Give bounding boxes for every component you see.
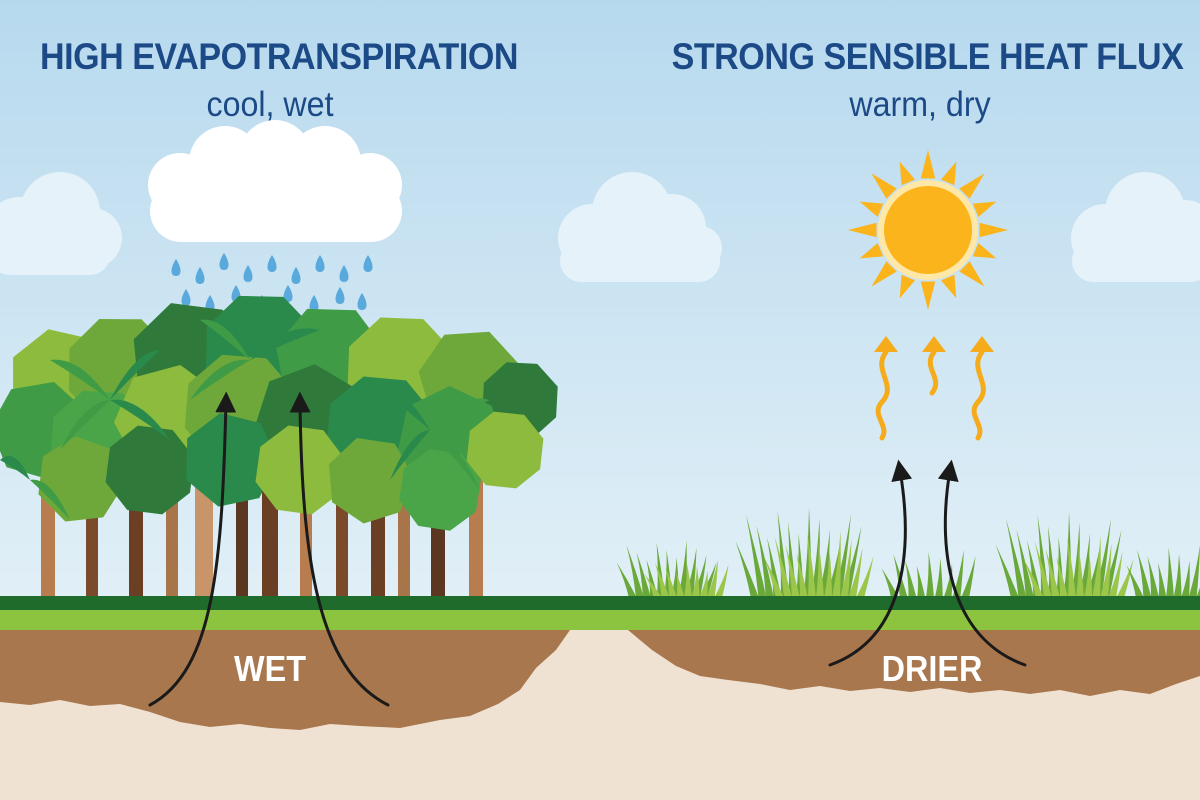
grass (616, 506, 1200, 598)
forest-arrow-left (148, 391, 237, 707)
soil-drier (628, 630, 1200, 696)
right-subtitle: warm, dry (849, 85, 991, 124)
background-cloud-left (0, 172, 122, 275)
forest-arrow-right (289, 391, 390, 707)
background-cloud-center (558, 172, 722, 282)
sun-icon (848, 150, 1008, 310)
right-title: STRONG SENSIBLE HEAT FLUX (671, 36, 1184, 77)
grass-arrow-left (828, 459, 913, 667)
rain-cloud (148, 120, 402, 242)
heat-waves (875, 349, 986, 441)
left-title: HIGH EVAPOTRANSPIRATION (40, 36, 518, 77)
soil-wet (0, 630, 570, 730)
flux-arrows (148, 391, 1027, 707)
left-subtitle: cool, wet (206, 85, 334, 124)
right-heading: STRONG SENSIBLE HEAT FLUX warm, dry (650, 38, 1190, 122)
grass-arrow-right (937, 459, 1027, 667)
ground-band (0, 596, 1200, 610)
forest (0, 295, 558, 600)
left-heading: HIGH EVAPOTRANSPIRATION cool, wet (20, 38, 520, 122)
background-cloud-right (1071, 172, 1200, 282)
drier-label: DRIER (881, 648, 983, 689)
grass-strip (0, 610, 1200, 630)
heat-wave-arrowheads (874, 336, 994, 352)
wet-label: WET (234, 648, 306, 689)
